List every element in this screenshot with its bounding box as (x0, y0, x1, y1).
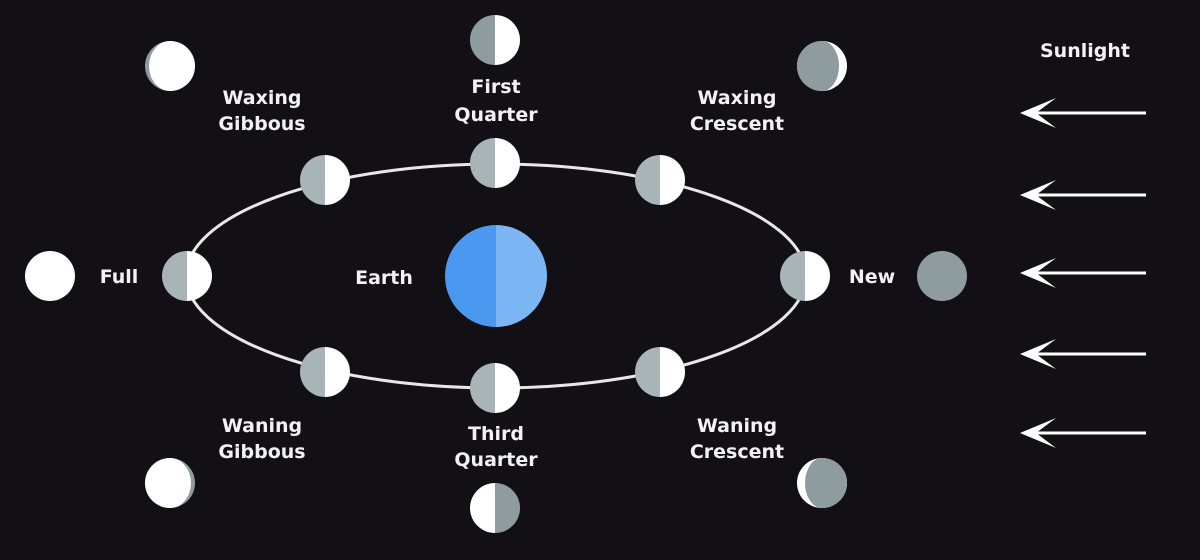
arrow-left-icon (1020, 339, 1146, 369)
arrow-left-icon (1020, 258, 1146, 288)
orbit-moon (470, 138, 520, 188)
orbit-moon (635, 347, 685, 397)
moon-waxing-gibbous (145, 41, 195, 91)
label-first-quarter-2: Quarter (454, 104, 538, 126)
arrow-left-icon (1020, 98, 1146, 128)
moon-waxing-crescent (797, 41, 847, 91)
label-waxing-crescent-1: Waxing (698, 87, 777, 109)
label-waxing-crescent-2: Crescent (690, 113, 784, 135)
label-full: Full (100, 266, 139, 288)
label-waning-crescent-1: Waning (697, 415, 777, 437)
earth (445, 225, 547, 327)
moon-third-quarter (470, 483, 520, 533)
orbit-moon (635, 155, 685, 205)
orbit-moons (162, 138, 830, 413)
label-waning-crescent-2: Crescent (690, 441, 784, 463)
label-third-quarter-1: Third (468, 423, 524, 445)
arrow-left-icon (1020, 418, 1146, 448)
label-waxing-gibbous-2: Gibbous (218, 113, 305, 135)
moon-first-quarter (470, 15, 520, 65)
orbit-moon (300, 347, 350, 397)
label-earth: Earth (355, 267, 413, 289)
sunlight-arrows (1020, 98, 1146, 448)
orbit-moon (780, 251, 830, 301)
label-waxing-gibbous-1: Waxing (223, 87, 302, 109)
arrow-left-icon (1020, 180, 1146, 210)
label-new: New (849, 266, 895, 288)
moon-full (25, 251, 75, 301)
moon-new (917, 251, 967, 301)
label-waning-gibbous-2: Gibbous (218, 441, 305, 463)
orbit-moon (470, 363, 520, 413)
label-third-quarter-2: Quarter (454, 449, 538, 471)
label-waning-gibbous-1: Waning (222, 415, 302, 437)
moon-waning-gibbous (145, 458, 195, 508)
moon-waning-crescent (797, 458, 847, 508)
orbit-moon (300, 155, 350, 205)
label-first-quarter-1: First (471, 76, 520, 98)
label-sunlight: Sunlight (1040, 40, 1130, 62)
orbit-moon (162, 251, 212, 301)
